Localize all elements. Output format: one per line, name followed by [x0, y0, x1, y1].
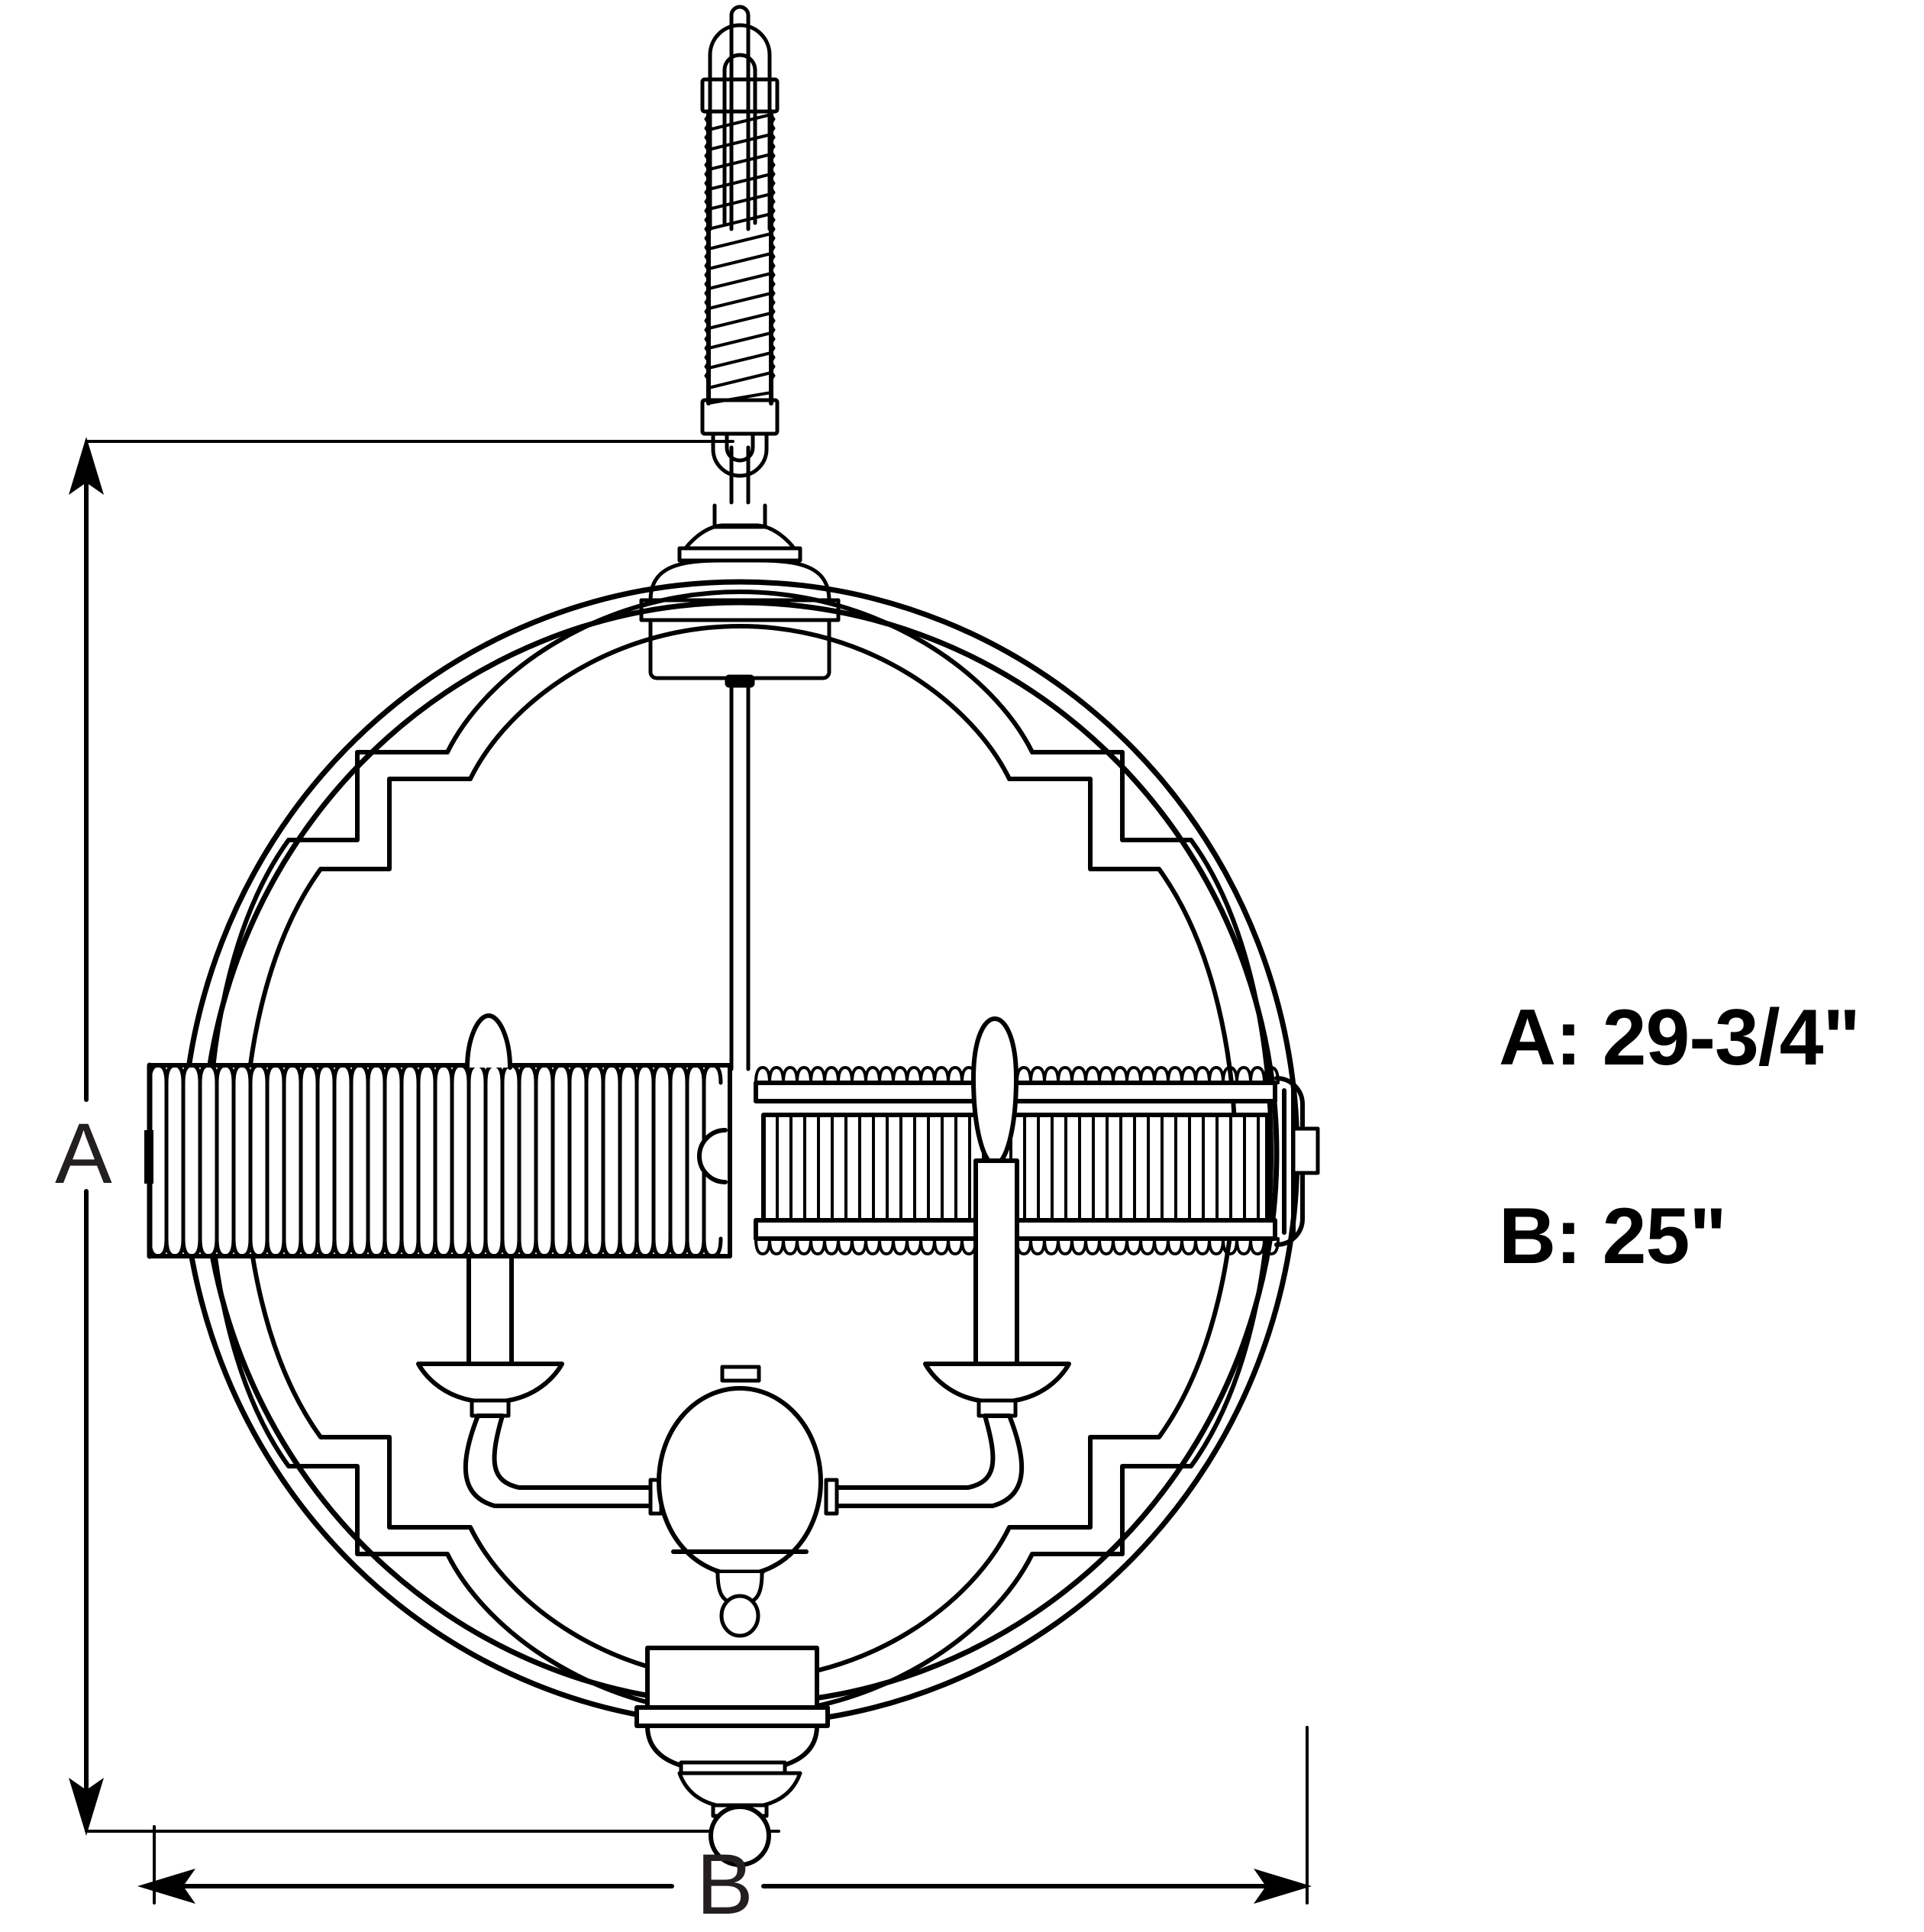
- dimension-letter-b: B: [696, 1842, 754, 1927]
- candle-sleeve-right: [976, 1161, 1017, 1370]
- bottom-taper: [680, 1773, 800, 1807]
- bobeche-right: [925, 1364, 1069, 1402]
- arm-socket-right: [826, 1480, 837, 1514]
- hanging-hardware: [702, 7, 777, 502]
- dimension-label-a: A: 29-3/4": [1499, 993, 1860, 1084]
- center-body: [659, 1367, 821, 1636]
- arm-right-inner: [834, 1416, 993, 1488]
- upper-ferrule: [702, 79, 777, 111]
- center-body-collar: [722, 1367, 759, 1381]
- bottom-fitter-box: [647, 1648, 817, 1707]
- flame-bulb-right: [973, 1019, 1016, 1165]
- arm-left-inner: [495, 1416, 654, 1488]
- fluted-glass-band: [144, 1065, 1318, 1256]
- candle-sleeve-left: [469, 1256, 512, 1369]
- top-hook-cap: [731, 7, 748, 15]
- dimension-label-b: B: 25": [1499, 1191, 1726, 1282]
- center-body-ball: [722, 1596, 758, 1636]
- lower-ferrule: [702, 400, 777, 434]
- canopy-body: [650, 620, 829, 678]
- twisted-rope-cord: [705, 111, 774, 403]
- dimension-letter-a: A: [55, 1111, 112, 1197]
- bobeche-left: [418, 1364, 562, 1402]
- center-stem: [731, 678, 748, 1069]
- glass-panel-left: [144, 1065, 730, 1256]
- flame-bulb-left: [467, 1016, 510, 1068]
- stem-collar: [727, 677, 753, 686]
- bottom-fitter-collar: [637, 1707, 828, 1726]
- upper-ferrule-helper: [704, 79, 776, 107]
- glass-clip-left: [144, 1130, 153, 1184]
